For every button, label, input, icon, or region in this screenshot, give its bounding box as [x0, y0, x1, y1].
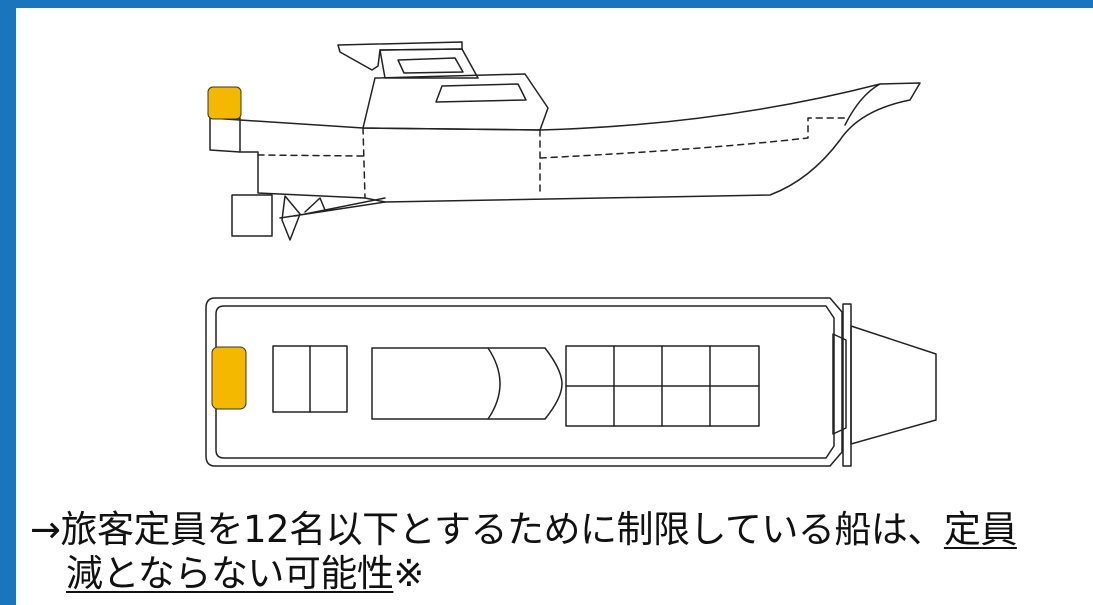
boat-top-view [205, 297, 937, 467]
caption: →旅客定員を12名以下とするために制限している船は、定員 減とならない可能性※ [30, 508, 1093, 596]
caption-underlined-text: 定員 [943, 508, 1018, 551]
bow-inner [832, 333, 847, 435]
caption-line-2: 減とならない可能性※ [30, 552, 1093, 596]
deck-dashed-line [257, 117, 846, 199]
cabin-roof [337, 41, 463, 71]
bow-line [844, 83, 881, 126]
bow-plank [842, 303, 852, 467]
cabin-hatch-arc [487, 347, 501, 420]
boat-side-view [207, 41, 921, 241]
cabin-hatch [371, 347, 563, 420]
marker-side [207, 86, 242, 120]
hull [209, 82, 921, 203]
flybridge-window [379, 48, 479, 79]
transom [209, 117, 241, 153]
caption-note-mark: ※ [393, 552, 424, 595]
skeg [304, 197, 326, 213]
propeller-shaft [279, 197, 386, 219]
caption-line-1: →旅客定員を12名以下とするために制限している船は、定員 [30, 508, 1093, 552]
caption-underlined-text: 減とならない可能性 [66, 552, 394, 595]
caption-text: →旅客定員を12名以下とするために制限している船は、 [30, 508, 944, 551]
outboard-box [231, 194, 273, 237]
cabin [362, 73, 549, 131]
marker-top [211, 346, 247, 410]
cabin-window [435, 83, 527, 103]
deck-inner-outline [215, 305, 835, 459]
upper-window [397, 57, 464, 74]
bow [850, 325, 937, 445]
propeller [281, 195, 301, 241]
deck-outline [205, 297, 843, 467]
